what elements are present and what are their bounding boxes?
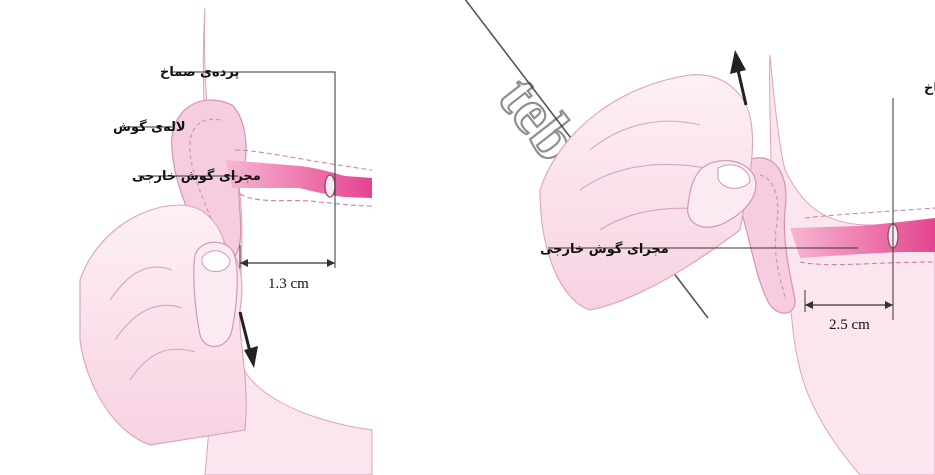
right-label-tympanic: پرده‌ی صماخ xyxy=(924,81,935,96)
right-canal-dashed-wall-top xyxy=(805,208,935,218)
left-thumb-nail xyxy=(202,251,230,272)
left-label-auricle: لاله‌ی گوش xyxy=(113,119,186,135)
left-measure-label: 1.3 cm xyxy=(268,276,309,292)
right-measure-label: 2.5 cm xyxy=(829,317,870,333)
left-label-tympanic: پرده‌ی صماخ xyxy=(160,65,239,80)
right-illustration xyxy=(540,50,935,475)
right-pull-arrow-head xyxy=(730,50,746,74)
right-label-canal: مجرای گوش خارجی xyxy=(540,241,669,257)
left-label-canal: مجرای گوش خارجی xyxy=(132,168,261,184)
left-measure-arrow-right xyxy=(327,259,335,267)
right-head-skin xyxy=(768,55,935,475)
left-pull-arrow-head xyxy=(244,346,258,368)
left-tympanic-membrane xyxy=(325,175,335,197)
